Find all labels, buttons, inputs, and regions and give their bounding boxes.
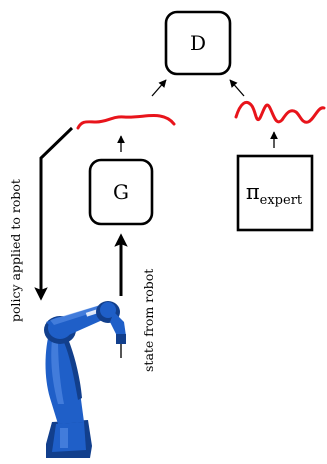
arrow-expert-trajectory-to-d (229, 79, 245, 97)
expert-box (236, 154, 314, 232)
state-label: state from robot (141, 269, 156, 372)
arrow-policy-to-robot (34, 126, 74, 301)
discriminator-node: D (164, 10, 232, 76)
arrow-generator-trajectory-to-d (151, 79, 167, 97)
discriminator-label: D (190, 31, 206, 55)
expert-node: πexpert (236, 154, 314, 232)
expert-subscript: expert (260, 193, 303, 208)
discriminator-box (164, 10, 232, 76)
generator-label: G (113, 180, 129, 204)
expert-trajectory (234, 101, 326, 124)
generator-node: G (88, 158, 154, 226)
policy-label: policy applied to robot (8, 179, 23, 322)
generator-box (88, 158, 154, 226)
expert-symbol: π (246, 180, 260, 204)
generator-trajectory (76, 113, 176, 130)
expert-label: πexpert (246, 180, 303, 208)
robot-arm-image (44, 301, 126, 458)
